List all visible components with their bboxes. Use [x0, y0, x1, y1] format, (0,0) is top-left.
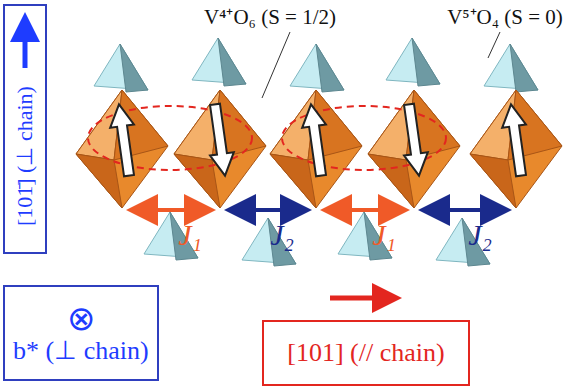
axis-label: b* (⊥ chain)	[13, 337, 149, 366]
exchange-label: J₁	[370, 218, 398, 251]
axis-box: [101̄] (⊥ chain)	[3, 4, 47, 254]
exchange-label: J₂	[268, 218, 296, 251]
axis-box: [101] (// chain)	[262, 320, 470, 386]
ion-label: V⁴⁺O₆ (S = 1/2)	[202, 6, 338, 29]
exchange-label: J₁	[176, 218, 204, 251]
ion-label: V⁵⁺O₄ (S = 0)	[445, 6, 565, 29]
exchange-label: J₂	[466, 218, 494, 251]
axis-label: [101̄] (⊥ chain)	[13, 86, 37, 226]
axis-label: [101] (// chain)	[287, 339, 444, 368]
axis-box: ⊗b* (⊥ chain)	[3, 285, 159, 381]
axis-symbol: ⊗	[67, 300, 95, 337]
